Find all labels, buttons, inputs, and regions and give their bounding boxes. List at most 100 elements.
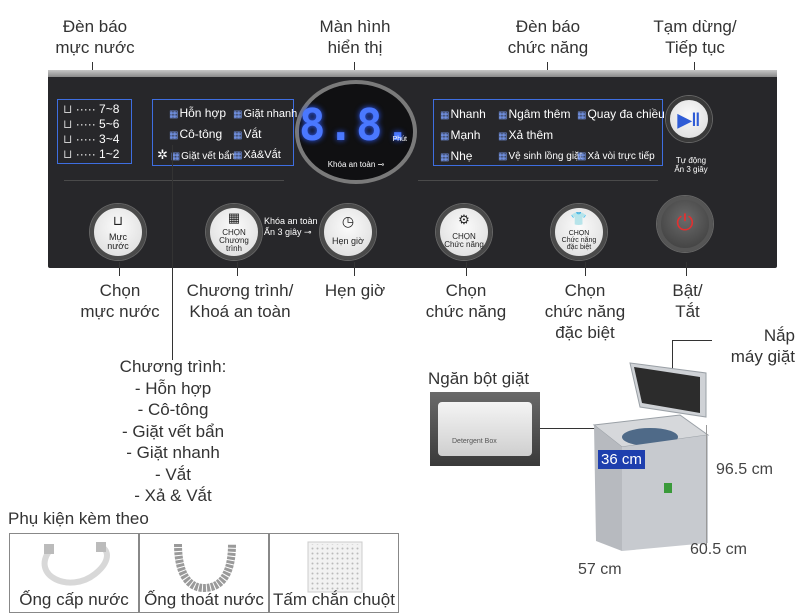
- program-button[interactable]: ▦ CHỌN Chương trình: [206, 204, 262, 260]
- child-lock-label: Khóa an toàn: [327, 160, 376, 169]
- tub-icon: ⊔: [63, 117, 73, 131]
- panel-divider: [418, 180, 658, 181]
- label-line: chức năng: [507, 38, 589, 57]
- clock-icon: ◷: [341, 213, 355, 229]
- connector-line: [672, 340, 673, 385]
- label-function-button: Chọn chức năng: [416, 280, 516, 322]
- tub-icon: ⊔: [63, 132, 73, 146]
- label-line: Khoá an toàn: [189, 302, 291, 321]
- function-label: Mạnh: [450, 128, 481, 142]
- panel-top-strip: [48, 70, 777, 77]
- label-water-indicator: Đèn báo mực nước: [45, 16, 145, 58]
- connector-line: [466, 262, 467, 276]
- hint-text: Ấn 3 giây: [264, 227, 302, 237]
- height-dimension: 96.5 cm: [716, 461, 773, 478]
- label-power-button: Bật/ Tắt: [645, 280, 730, 322]
- label-line: Chọn: [445, 281, 487, 300]
- label-line: đặc biệt: [555, 323, 615, 342]
- minute-label: Phút: [392, 136, 407, 143]
- hint-line: Ấn 3 giây: [674, 165, 708, 174]
- water-level-row: ⊔ ····· 7~8: [63, 102, 120, 116]
- function-button[interactable]: ⚙ CHỌN Chức năng: [436, 204, 492, 260]
- drawer-label: Ngăn bột giặt: [428, 369, 530, 388]
- function-item: ▦Vệ sinh lồng giặt: [498, 150, 582, 164]
- function-label: Nhẹ: [450, 149, 473, 163]
- label-line: Tạm dừng/: [653, 17, 737, 36]
- label-line: Chọn: [564, 281, 606, 300]
- mesh-plate-icon: [307, 541, 363, 593]
- hint-line: Khóa an toàn: [264, 216, 318, 226]
- function-label: Xả thêm: [508, 128, 554, 142]
- list-item: - Cô-tông: [137, 400, 209, 419]
- list-item: - Hỗn hợp: [134, 378, 212, 398]
- list-item: - Xả & Vắt: [134, 486, 212, 505]
- accessory-rat-guard: Tấm chắn chuột: [269, 533, 399, 613]
- button-label: CHỌN: [222, 228, 246, 237]
- label-pause: Tạm dừng/ Tiếp tục: [640, 16, 750, 58]
- led-icon: ▦: [498, 131, 508, 142]
- led-icon: ▦: [233, 150, 243, 161]
- level-value: 3~4: [99, 132, 120, 146]
- label-line: Chương trình/: [186, 281, 294, 300]
- connector-line: [119, 262, 120, 276]
- function-label: Vệ sinh lồng giặt: [508, 151, 583, 162]
- fan-icon: ✲: [157, 147, 168, 162]
- label-timer-button: Hẹn giờ: [305, 280, 405, 301]
- tub-icon: ⊔: [63, 102, 73, 116]
- connector-line: [540, 428, 595, 429]
- control-panel: ⊔ ····· 7~8 ⊔ ····· 5~6 ⊔ ····· 3~4 ⊔ ··…: [48, 70, 777, 268]
- display-digits: 8.8.: [299, 100, 413, 151]
- label-special-button: Chọn chức năng đặc biệt: [535, 280, 635, 343]
- button-label: Hẹn giờ: [332, 236, 364, 246]
- program-list: Chương trình: - Hỗn hợp - Cô-tông - Giặt…: [108, 356, 238, 507]
- connector-line: [672, 340, 712, 341]
- label-line: Tắt: [675, 302, 700, 321]
- program-item: ▦Cô-tông: [169, 127, 222, 143]
- accessories-title: Phụ kiện kèm theo: [8, 509, 149, 528]
- function-item: ▦Ngâm thêm: [498, 107, 570, 123]
- play-pause-icon: ▶‖: [677, 110, 701, 130]
- led-icon: ▦: [498, 110, 508, 121]
- timer-button[interactable]: ◷ Hẹn giờ: [320, 204, 376, 260]
- pause-resume-button[interactable]: ▶‖: [666, 96, 712, 142]
- auto-off-hint: Tự động Ấn 3 giây: [668, 156, 714, 174]
- label-line: Đèn báo: [515, 17, 581, 36]
- program-list-title: Chương trình:: [119, 357, 227, 376]
- led-icon: ▦: [170, 151, 181, 162]
- led-icon: ▦: [440, 152, 450, 163]
- label-line: Nắp: [763, 326, 795, 345]
- led-icon: ▦: [577, 151, 587, 162]
- program-label: Vắt: [243, 127, 262, 141]
- water-level-button[interactable]: ⊔ Mực nước: [90, 204, 146, 260]
- level-value: 7~8: [99, 102, 120, 116]
- program-item: ✲ ▦Giặt vết bẩn: [157, 148, 235, 164]
- led-icon: ▦: [577, 110, 587, 121]
- lid-label: Nắp máy giặt: [715, 325, 795, 367]
- detergent-box-text: Detergent Box: [452, 438, 497, 445]
- label-line: mực nước: [80, 302, 160, 321]
- led-icon: ▦: [440, 110, 450, 121]
- label-line: Chọn: [99, 281, 141, 300]
- function-item: ▦Quay đa chiều: [577, 107, 665, 123]
- label-line: Hẹn giờ: [324, 281, 386, 300]
- water-level-row: ⊔ ····· 3~4: [63, 132, 120, 146]
- water-level-row: ⊔ ····· 5~6: [63, 117, 120, 131]
- special-function-button[interactable]: 👕 CHỌN Chức năng đặc biệt: [551, 204, 607, 260]
- digital-display: 8.8. Phút Khóa an toàn ⊸: [295, 80, 417, 184]
- led-icon: ▦: [233, 130, 243, 141]
- led-icon: ▦: [169, 109, 179, 120]
- key-icon: ⊸: [377, 160, 385, 169]
- label-line: hiển thị: [327, 38, 383, 57]
- power-icon: ⏻: [676, 210, 694, 235]
- function-indicator: ▦Nhanh ▦Ngâm thêm ▦Quay đa chiều ▦Mạnh ▦…: [433, 99, 665, 166]
- grid-icon: ▦: [227, 210, 241, 225]
- power-button[interactable]: ⏻: [657, 196, 713, 252]
- led-icon: ▦: [498, 151, 508, 162]
- program-item: ▦Hỗn hợp: [169, 106, 226, 122]
- function-label: Quay đa chiều: [587, 107, 665, 121]
- child-lock-row: Khóa an toàn ⊸: [299, 160, 413, 169]
- led-icon: ▦: [169, 130, 179, 141]
- detergent-drawer: Detergent Box: [438, 402, 532, 456]
- button-label: Chương: [219, 236, 249, 245]
- function-item: ▦Nhanh: [440, 107, 486, 123]
